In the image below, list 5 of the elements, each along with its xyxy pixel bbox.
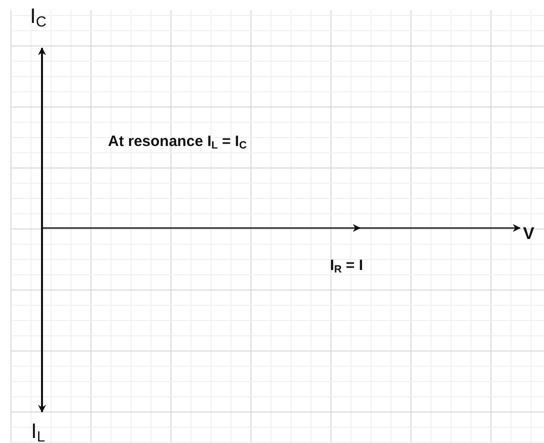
axis-label: V [523,225,534,242]
axis-label: I$_{L}$ [31,421,46,443]
axis-label: I$_{C}$ [30,6,46,30]
annotation-text: At resonance I$_{L}$ = I$_{C}$ [108,134,247,152]
phasor-label: I$_{R}$ = I [330,258,364,276]
